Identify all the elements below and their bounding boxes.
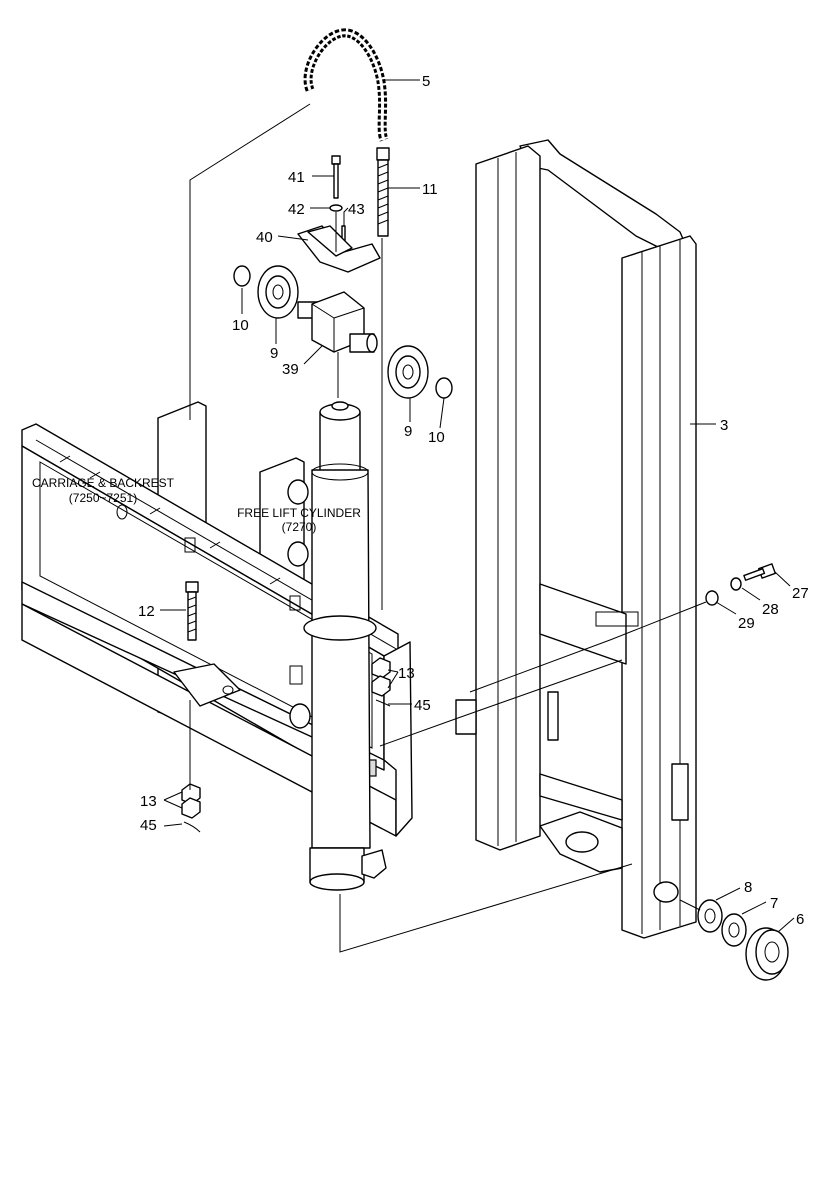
callout-3: 3 bbox=[720, 417, 728, 434]
carriage-caption-line1: CARRIAGE & BACKREST bbox=[32, 476, 175, 490]
chain-anchor-bolt bbox=[376, 147, 390, 237]
callout-43: 43 bbox=[348, 201, 365, 218]
callout-41: 41 bbox=[288, 169, 305, 186]
callout-5: 5 bbox=[422, 73, 430, 90]
figure-number: 7280 bbox=[6, 1197, 39, 1200]
carriage-backrest bbox=[21, 401, 413, 837]
carriage-caption-line2: (7250~7251) bbox=[69, 491, 137, 505]
assembly-guide-lines bbox=[189, 103, 707, 953]
callout-13b: 13 bbox=[140, 793, 157, 810]
callout-39: 39 bbox=[282, 361, 299, 378]
callout-10a: 10 bbox=[232, 317, 249, 334]
callout-28: 28 bbox=[762, 601, 779, 618]
callout-27: 27 bbox=[792, 585, 809, 602]
carriage-hardware bbox=[181, 581, 391, 833]
callout-29: 29 bbox=[738, 615, 755, 632]
callout-10b: 10 bbox=[428, 429, 445, 446]
sheave-bracket-parts bbox=[297, 155, 381, 273]
callout-numbers: 5 11 41 42 43 40 10 9 39 9 10 3 27 28 29… bbox=[138, 73, 809, 928]
callout-6: 6 bbox=[796, 911, 804, 928]
callout-45a: 45 bbox=[414, 697, 431, 714]
lift-chain bbox=[303, 28, 389, 142]
side-roller-parts bbox=[697, 899, 789, 981]
mast-bolt-hardware bbox=[705, 563, 776, 606]
captions: CARRIAGE & BACKREST (7250~7251) FREE LIF… bbox=[32, 476, 361, 534]
sheave-assembly bbox=[233, 265, 453, 399]
callout-7: 7 bbox=[770, 895, 778, 912]
callout-13a: 13 bbox=[398, 665, 415, 682]
free-lift-cylinder bbox=[287, 401, 387, 891]
callout-45b: 45 bbox=[140, 817, 157, 834]
callout-9b: 9 bbox=[404, 423, 412, 440]
free-lift-caption-line1: FREE LIFT CYLINDER bbox=[237, 506, 361, 520]
callout-9a: 9 bbox=[270, 345, 278, 362]
callout-leaders bbox=[160, 79, 795, 933]
callout-12: 12 bbox=[138, 603, 155, 620]
callout-11: 11 bbox=[422, 181, 438, 198]
free-lift-caption-line2: (7270) bbox=[282, 520, 317, 534]
callout-42: 42 bbox=[288, 201, 305, 218]
outer-mast bbox=[455, 139, 697, 939]
callout-8: 8 bbox=[744, 879, 752, 896]
callout-40: 40 bbox=[256, 229, 273, 246]
